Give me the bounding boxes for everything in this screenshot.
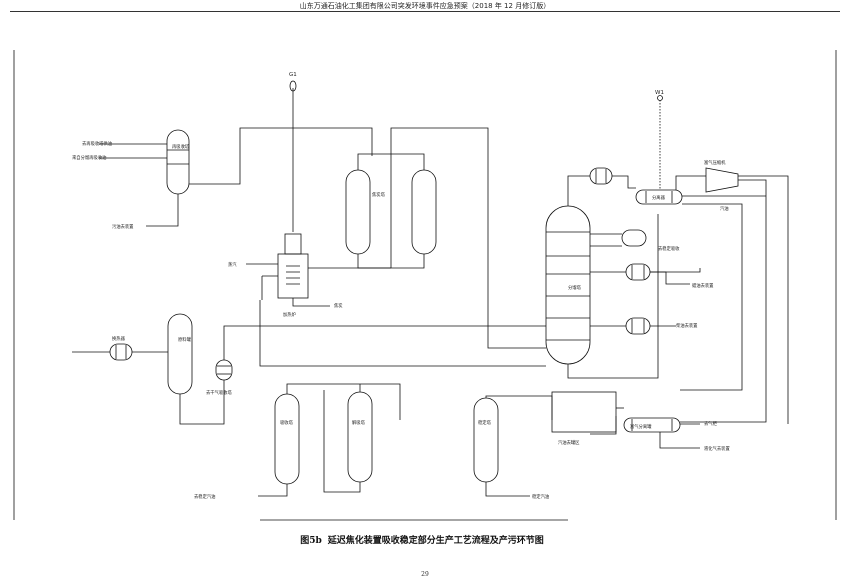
rich-absorber-vessel — [166, 129, 190, 195]
label-coke-drums: 焦炭塔 — [372, 191, 386, 198]
figure-number: 图5b — [300, 536, 322, 546]
label-feed-heat-exchanger: 换热器 — [112, 335, 126, 342]
label-gasoline-tank-area: 汽油去罐区 — [558, 439, 580, 446]
heater — [277, 233, 309, 299]
stabilizer-vessel — [473, 397, 499, 483]
label-heater: 加热炉 — [283, 311, 296, 318]
g1-marker: G1 — [289, 72, 297, 78]
coke-drum-right — [411, 169, 437, 255]
figure-title: 延迟焦化装置吸收稳定部分生产工艺流程及产污环节图 — [327, 536, 544, 546]
label-to-unit-2: 蜡油去装置 — [692, 282, 714, 289]
label-gas-recovery: 去气柜 — [704, 420, 718, 427]
label-fractionator: 分馏塔 — [568, 284, 582, 291]
label-absorber: 吸收塔 — [280, 419, 294, 426]
label-dry-gas-absorber: 去干气吸收塔 — [206, 389, 232, 396]
feed-buffer-tank — [167, 313, 193, 395]
label-product: 稳定汽油 — [532, 493, 549, 500]
compressor — [705, 167, 739, 193]
absorber-vessel — [274, 393, 300, 485]
label-compressor: 富气压缩机 — [704, 159, 726, 166]
side-exchanger-3 — [625, 317, 651, 335]
label-lean-absorbent: 去再吸收塔供油 — [82, 140, 112, 147]
desorber-vessel — [347, 391, 373, 483]
label-coke-out: 焦炭 — [334, 302, 343, 309]
label-gasoline: 汽油 — [720, 205, 729, 212]
feed-exchanger-2 — [215, 359, 233, 381]
reboiler-tank — [551, 391, 617, 433]
rich-gas-separator — [623, 417, 681, 433]
overhead-condenser — [589, 167, 613, 185]
page-header: 山东万通石油化工集团有限公司突发环境事件应急预案（2018 年 12 月修订版） — [299, 2, 551, 10]
label-to-unit-3: 柴油去装置 — [676, 322, 698, 329]
label-feed-buffer: 原料罐 — [178, 336, 192, 343]
header-rule — [10, 11, 840, 12]
figure-caption: 图5b 延迟焦化装置吸收稳定部分生产工艺流程及产污环节图 — [0, 533, 850, 546]
label-gas-oil-separator: 分离器 — [652, 194, 666, 201]
label-to-waste-water: 污油去装置 — [112, 223, 134, 230]
page-number: 29 — [421, 571, 429, 578]
label-rich-absorber: 再吸收塔 — [172, 143, 190, 150]
feed-heat-exchanger — [109, 343, 133, 361]
label-desorber: 解吸塔 — [352, 419, 366, 426]
label-stabilizer: 稳定塔 — [478, 419, 492, 426]
label-rich-gas-separator: 富气分离罐 — [630, 423, 652, 430]
gas-oil-separator — [635, 189, 683, 205]
label-lpg: 液化气去装置 — [704, 445, 730, 452]
w1-marker: W1 — [655, 90, 664, 96]
label-to-stabilizer: 去稳定汽油 — [194, 493, 215, 500]
label-rich-absorbent: 来自分馏再吸收油 — [72, 154, 106, 161]
side-exchanger-2 — [625, 263, 651, 281]
side-exchanger-1 — [621, 229, 647, 247]
fractionator-tower — [545, 205, 591, 365]
label-to-unit-1: 去稳定吸收 — [658, 245, 680, 252]
coke-drum-left — [345, 169, 371, 255]
label-steam: 蒸汽 — [228, 261, 237, 268]
